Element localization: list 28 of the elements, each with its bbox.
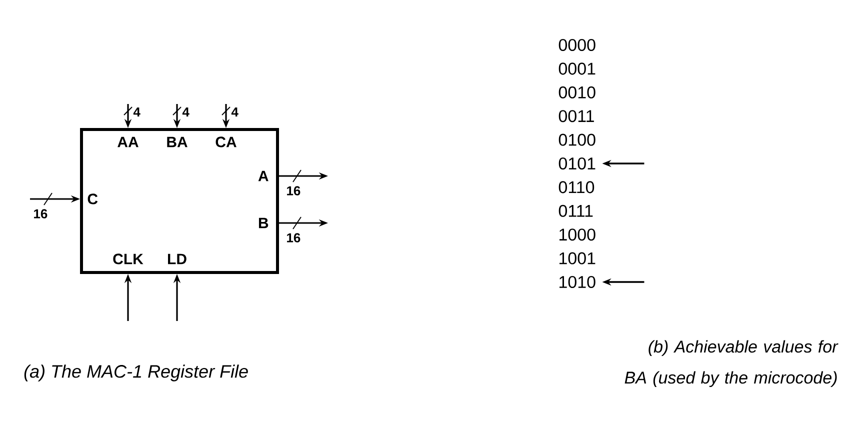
port-label: A bbox=[258, 170, 268, 182]
binary-value: 0001 bbox=[558, 62, 596, 75]
bus-width-label: 4 bbox=[231, 108, 238, 116]
bus-width-label: 16 bbox=[34, 209, 48, 218]
bus-width-label: 4 bbox=[133, 108, 140, 116]
port-label: CA bbox=[216, 136, 236, 148]
binary-value: 0000 bbox=[558, 38, 596, 52]
port-label: CLK bbox=[113, 254, 144, 264]
binary-value: 0110 bbox=[558, 181, 594, 194]
bus-width-label: 4 bbox=[182, 108, 190, 116]
caption: (a) The MAC-1 Register File bbox=[24, 364, 248, 382]
binary-value: 0010 bbox=[558, 86, 596, 98]
bus-width-label: 16 bbox=[287, 233, 300, 242]
binary-value: 1001 bbox=[560, 252, 596, 264]
port-label: B bbox=[258, 218, 268, 228]
register-file-box bbox=[80, 128, 279, 274]
port-label: AA bbox=[118, 136, 138, 148]
binary-value: 1010 bbox=[560, 276, 596, 288]
binary-value: 0011 bbox=[558, 110, 594, 122]
port-label: BA bbox=[167, 136, 188, 148]
binary-value: 0100 bbox=[558, 134, 596, 146]
binary-value: 0101 bbox=[558, 157, 596, 170]
binary-value: 0111 bbox=[558, 204, 593, 217]
port-label: LD bbox=[168, 254, 186, 264]
bus-width-label: 16 bbox=[287, 186, 300, 196]
port-label: C bbox=[88, 194, 98, 204]
caption: (b) Achievable values for BA (used by the microcode) bbox=[624, 340, 838, 388]
binary-value: 1000 bbox=[560, 228, 596, 241]
